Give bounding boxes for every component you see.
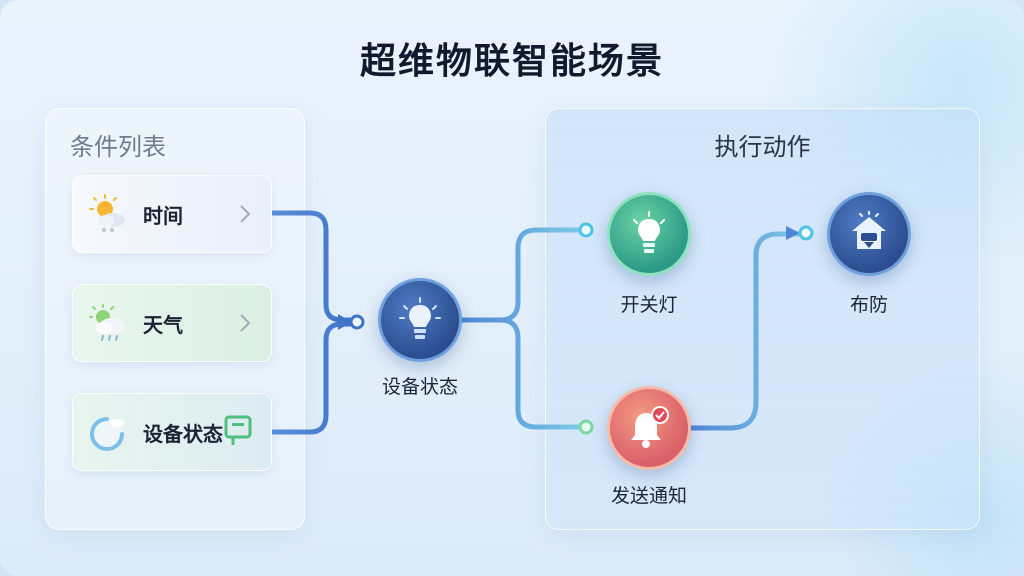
connector-time-to-hub — [269, 210, 353, 323]
device-tag-icon — [224, 415, 252, 445]
shield-home-icon — [852, 211, 886, 249]
action-notify-node[interactable] — [607, 386, 691, 470]
sun-cloud-icon — [87, 192, 131, 236]
action-light-label: 开关灯 — [620, 294, 678, 316]
connector-hub-to-light — [459, 227, 583, 323]
connector-notify-to-arm — [688, 231, 803, 431]
action-arm-label: 布防 — [849, 294, 888, 316]
lightbulb-icon — [399, 297, 441, 339]
light-input-port — [578, 222, 594, 238]
condition-device-status-label: 设备状态 — [143, 421, 223, 446]
connector-device-to-hub — [269, 321, 353, 435]
actions-panel-title: 执行动作 — [714, 133, 811, 161]
hub-node[interactable] — [378, 278, 462, 362]
page-title: 超维物联智能场景 — [359, 41, 664, 82]
hub-input-port — [349, 314, 365, 330]
notify-input-port — [578, 419, 594, 435]
condition-weather[interactable]: 天气 — [72, 284, 272, 362]
actions-panel: 执行动作 — [545, 108, 980, 530]
conditions-panel-title: 条件列表 — [70, 133, 166, 161]
hub-label: 设备状态 — [381, 376, 458, 398]
action-notify-label: 发送通知 — [610, 485, 687, 507]
action-arm-node[interactable] — [827, 192, 911, 276]
condition-time[interactable]: 时间 — [72, 175, 272, 253]
lightbulb-icon — [633, 211, 665, 253]
bell-icon — [631, 406, 669, 448]
chevron-right-icon — [240, 314, 251, 332]
arrow-weather — [338, 314, 352, 330]
condition-weather-label: 天气 — [143, 312, 183, 337]
chevron-right-icon — [240, 205, 251, 223]
condition-device-status[interactable]: 设备状态 — [72, 393, 272, 471]
arm-input-port — [798, 225, 814, 241]
action-light-node[interactable] — [607, 192, 691, 276]
sun-rain-cloud-icon — [87, 301, 131, 345]
arrow-light — [786, 226, 800, 240]
condition-time-label: 时间 — [143, 203, 183, 228]
connector-hub-to-notify — [459, 317, 583, 430]
device-status-icon — [87, 410, 131, 454]
